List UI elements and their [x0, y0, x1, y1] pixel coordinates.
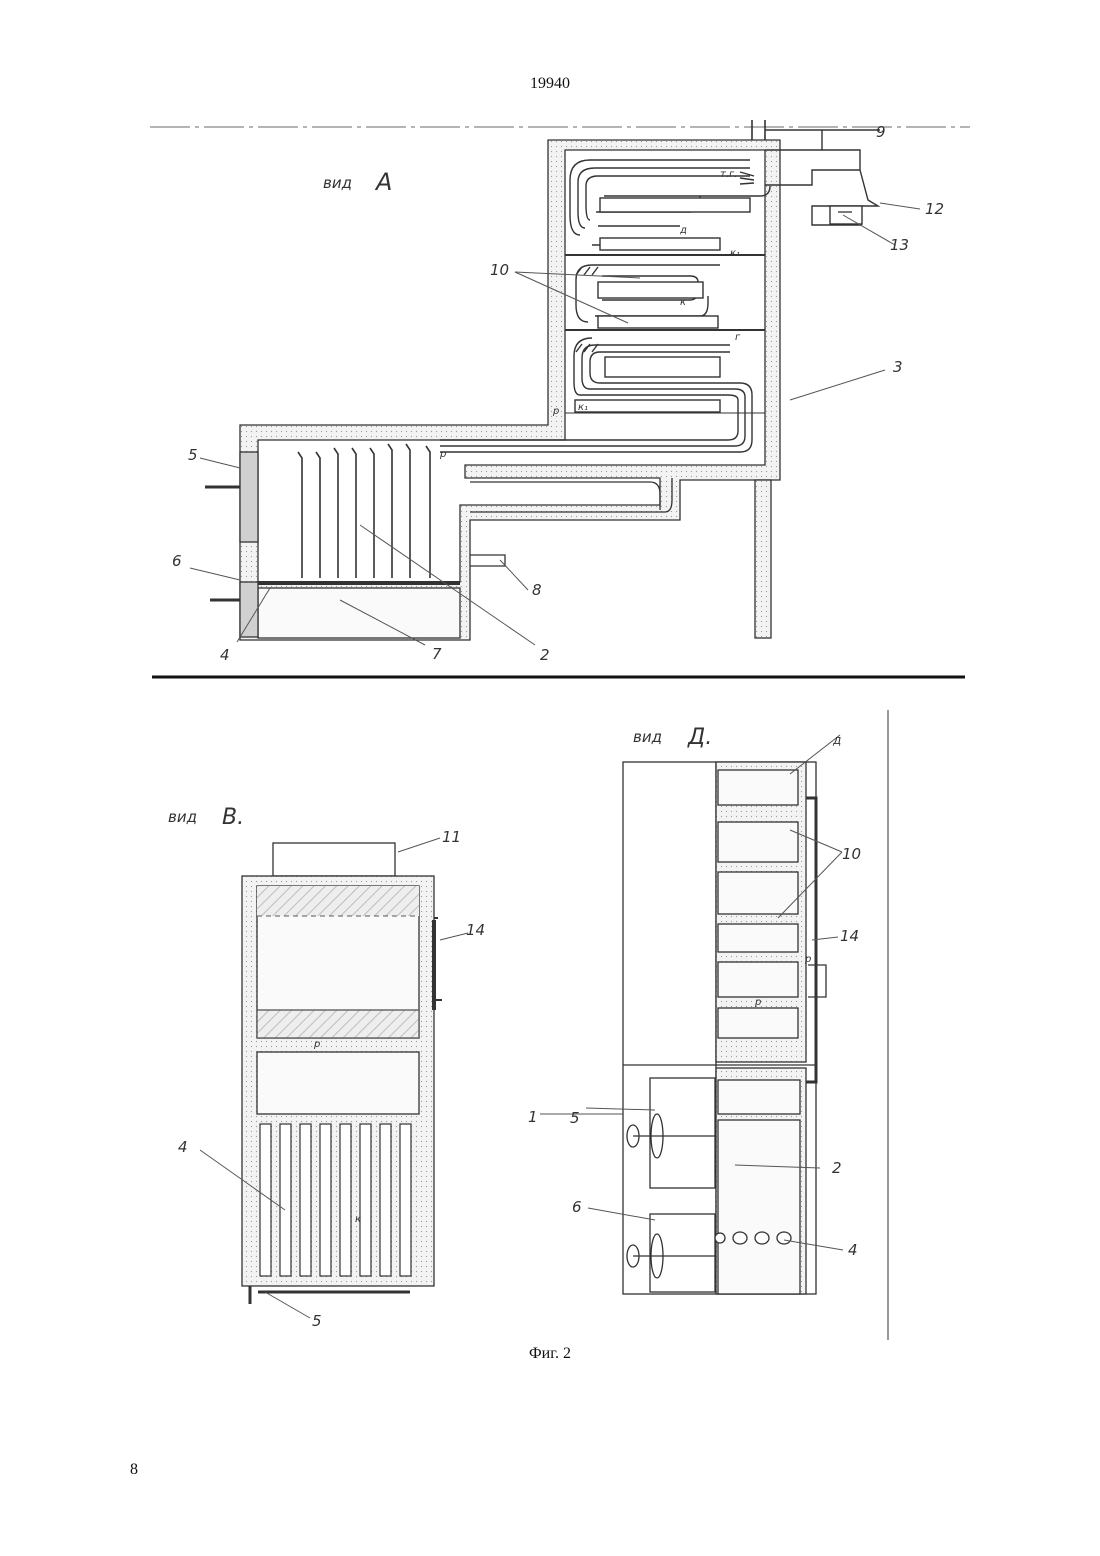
support-leg — [755, 480, 771, 638]
flue-outlet-11 — [273, 843, 395, 876]
door-6 — [240, 582, 258, 637]
view-a-callout-2: 2 — [540, 646, 550, 664]
view-d-title-letter: Д. — [687, 725, 712, 750]
view-d-callout-1: 1 — [528, 1108, 538, 1126]
view-a-callout-10: 10 — [490, 261, 509, 279]
view-a-callout-5: 5 — [188, 446, 198, 464]
view-a-callout-12: 12 — [925, 200, 944, 218]
view-a-callout-6: 6 — [172, 552, 182, 570]
view-a-label-k1-lower: к₁ — [578, 402, 588, 413]
view-d-title-prefix: вид — [633, 728, 662, 746]
view-a-title-prefix: вид — [323, 174, 352, 192]
view-b-callout-5: 5 — [312, 1312, 322, 1330]
view-a-callout-8: 8 — [532, 581, 542, 599]
view-a-callout-7: 7 — [432, 645, 442, 663]
figure-caption: Фиг. 2 — [0, 1345, 1100, 1363]
view-a-label-d: д — [679, 225, 687, 236]
view-b-title-prefix: вид — [168, 808, 197, 826]
page-number: 8 — [130, 1461, 138, 1479]
view-a-label-k: к — [680, 297, 686, 308]
view-d-label-r-lower: р — [754, 997, 761, 1008]
nozzle-8 — [470, 555, 505, 566]
view-a-callout-3: 3 — [893, 358, 903, 376]
door-5 — [240, 452, 258, 542]
view-d-callout-4: 4 — [848, 1241, 858, 1259]
view-a-callout-9: 9 — [876, 123, 886, 141]
fire-tubes — [298, 444, 430, 578]
boiler-housing — [240, 140, 780, 640]
ash-pit-7 — [258, 588, 460, 638]
view-a-label-g: г — [735, 332, 741, 343]
tank-13 — [830, 206, 862, 224]
door-5-b — [250, 1286, 410, 1304]
view-d-callout-5: 5 — [570, 1109, 580, 1127]
view-b-callout-4: 4 — [178, 1138, 188, 1156]
view-a-title-letter: А — [374, 168, 392, 196]
view-d-callout-10: 10 — [842, 845, 861, 863]
view-d-label-d: д — [832, 733, 841, 747]
view-a-label-tg: т.г. — [720, 169, 737, 180]
view-b-callout-14: 14 — [466, 921, 485, 939]
view-b-label-k: к — [355, 1214, 361, 1225]
view-d — [540, 710, 888, 1340]
view-d-callout-6: 6 — [572, 1198, 582, 1216]
view-b-title-letter: В. — [222, 805, 244, 830]
view-d-callout-14: 14 — [840, 927, 859, 945]
view-d-label-r-upper: р — [804, 954, 811, 965]
view-d-callout-2: 2 — [832, 1159, 842, 1177]
view-b — [200, 838, 468, 1318]
view-a-callout-13: 13 — [890, 236, 909, 254]
view-b-callout-11: 11 — [442, 828, 461, 846]
view-a-label-r-furnace: р — [439, 449, 446, 460]
view-a-label-k1: к₁ — [730, 248, 740, 259]
view-a-callout-4: 4 — [220, 646, 230, 664]
view-b-label-r: р — [313, 1039, 320, 1050]
flue-coils — [440, 160, 770, 452]
view-a-label-r: р — [552, 406, 559, 417]
view-a — [150, 120, 970, 645]
